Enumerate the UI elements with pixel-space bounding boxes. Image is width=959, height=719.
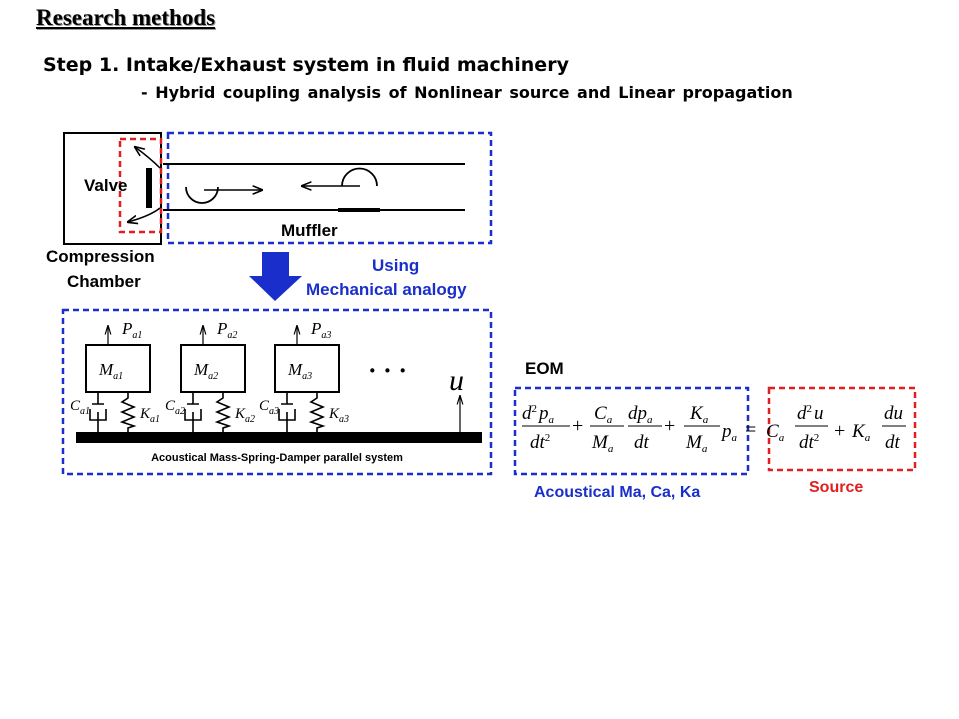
- pressure-label: Pa2: [216, 319, 237, 341]
- stiffness-label: Ka1: [139, 406, 160, 425]
- valve-plate: [146, 168, 152, 208]
- mass-label: Ma1: [98, 360, 123, 382]
- damping-label: Ca3: [259, 398, 279, 417]
- analogy-arrow-icon: [249, 252, 302, 301]
- muffler-dashed-box: [166, 131, 493, 245]
- svg-text:+: +: [834, 420, 845, 442]
- valve-dashed-box: [118, 137, 163, 234]
- analogy-label-line1: Using: [372, 256, 420, 275]
- svg-text:Ca: Ca: [594, 403, 613, 426]
- spring-icon: [308, 392, 326, 432]
- svg-text:pa: pa: [720, 421, 738, 444]
- svg-text:dt2: dt2: [530, 432, 550, 453]
- mass-block: [85, 344, 151, 393]
- mass-label: Ma3: [287, 360, 312, 382]
- damping-label: Ca1: [70, 398, 90, 417]
- damper-icon: [278, 392, 296, 432]
- damper-icon: [89, 392, 107, 432]
- mass-label: Ma2: [193, 360, 218, 382]
- svg-text:Ma: Ma: [591, 432, 614, 455]
- eom-acoustical-box: [513, 386, 750, 476]
- acoustical-label: Acoustical Ma, Ca, Ka: [534, 484, 701, 501]
- stiffness-label: Ka2: [234, 406, 255, 425]
- valve-flow-arrow-down: [128, 207, 161, 222]
- eom-label: EOM: [525, 359, 564, 378]
- input-label: u: [449, 364, 464, 397]
- svg-text:du: du: [884, 403, 903, 424]
- pressure-label: Pa3: [310, 319, 331, 341]
- step-heading: Step 1. Intake/Exhaust system in fluid m…: [43, 54, 569, 76]
- system-caption: Acoustical Mass-Spring-Damper parallel s…: [151, 452, 403, 464]
- spring-icon: [214, 392, 232, 432]
- source-label: Source: [809, 479, 864, 496]
- svg-text:Ka: Ka: [689, 403, 709, 426]
- svg-text:+: +: [572, 415, 583, 437]
- svg-text:=: =: [745, 419, 756, 441]
- ellipsis-dots: · · ·: [368, 356, 407, 385]
- eom-source-box: [767, 386, 917, 472]
- damper-icon: [184, 392, 202, 432]
- svg-text:Ka: Ka: [851, 421, 871, 444]
- analogy-label-line2: Mechanical analogy: [306, 280, 467, 299]
- svg-text:dpa: dpa: [628, 403, 653, 426]
- svg-text:Ma: Ma: [685, 432, 708, 455]
- pressure-label: Pa1: [121, 319, 142, 341]
- svg-text:d2u: d2u: [797, 403, 824, 424]
- stiffness-label: Ka3: [328, 406, 349, 425]
- muffler-label: Muffler: [281, 221, 338, 240]
- svg-text:+: +: [664, 415, 675, 437]
- page-title: Research methods: [36, 5, 216, 30]
- msd-dashed-box: [61, 308, 493, 476]
- mass-block: [274, 344, 340, 393]
- svg-text:Ca: Ca: [766, 421, 785, 444]
- step-subtitle: - Hybrid coupling analysis of Nonlinear …: [141, 83, 793, 102]
- valve-flow-arrow-up: [135, 147, 161, 169]
- spring-icon: [119, 392, 137, 432]
- valve-label: Valve: [84, 176, 128, 195]
- svg-text:dt: dt: [634, 432, 650, 453]
- damping-label: Ca2: [165, 398, 185, 417]
- wave-curve-right: [341, 167, 378, 187]
- mass-block: [180, 344, 246, 393]
- chamber-label-line1: Compression: [46, 247, 155, 266]
- svg-text:dt: dt: [885, 432, 901, 453]
- wave-curve-left: [185, 186, 219, 204]
- ground-bar: [76, 432, 482, 443]
- svg-text:dt2: dt2: [799, 432, 819, 453]
- chamber-label-line2: Chamber: [67, 272, 141, 291]
